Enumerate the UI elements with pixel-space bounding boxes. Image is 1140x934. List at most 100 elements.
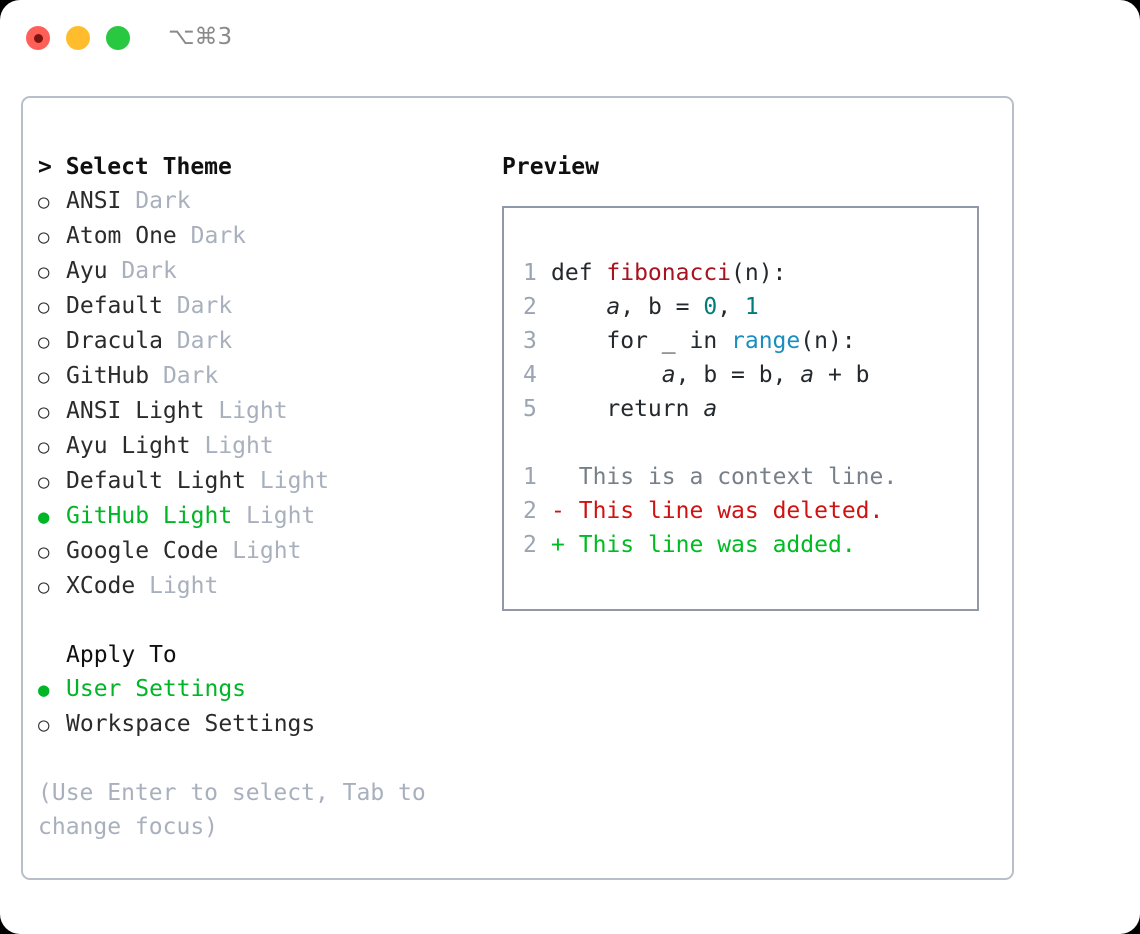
theme-option-category: Dark [162, 363, 219, 389]
radio-unselected-icon: ○ [38, 331, 50, 353]
theme-option-google-code[interactable]: ○ Google Code Light [38, 534, 488, 569]
code-line: 4 a, b = b, a + b [504, 358, 977, 392]
code-line-number: 2 [523, 294, 537, 320]
maximize-button[interactable] [106, 26, 130, 50]
diff-preview: 1 This is a context line.2- This line wa… [504, 460, 977, 562]
theme-option-dracula[interactable]: ○Dracula Dark [38, 324, 488, 359]
theme-option-ayu-light[interactable]: ○Ayu Light Light [38, 429, 488, 464]
radio-selected-icon: ● [38, 506, 50, 528]
label-gap [121, 184, 135, 218]
code-token-plain [551, 294, 606, 320]
code-line-content: return a [551, 392, 717, 426]
keyboard-hint-text: (Use Enter to select, Tab to change focu… [38, 780, 426, 840]
code-token-variable: a [800, 362, 815, 388]
theme-option-github[interactable]: ○GitHub Dark [38, 359, 488, 394]
theme-option-category: Light [259, 468, 330, 494]
diff-sign: + [551, 532, 565, 558]
minimize-button[interactable] [66, 26, 90, 50]
label-gap [218, 534, 232, 568]
diff-line-text: This is a context line. [578, 464, 898, 490]
theme-option-category: Dark [121, 258, 177, 284]
diff-line-number: 2 [523, 498, 537, 524]
label-gap [135, 569, 149, 603]
title-bar: ⌥⌘3 [0, 0, 1140, 78]
code-line: 3 for _ in range(n): [504, 324, 977, 358]
apply-to-option-user-settings[interactable]: ● User Settings [38, 672, 488, 707]
code-token-plain: for _ in [551, 328, 732, 354]
diff-sign [551, 460, 565, 494]
theme-option-category: Dark [190, 223, 247, 249]
theme-option-default-light[interactable]: ○Default Light Light [38, 464, 488, 499]
radio-selected-icon: ● [38, 679, 50, 701]
radio-unselected-icon: ○ [38, 471, 50, 493]
diff-line-text: This line was added. [578, 532, 856, 558]
radio-unselected-icon: ○ [38, 366, 50, 388]
code-token-plain: + b [814, 362, 870, 388]
theme-list[interactable]: ○ANSI Dark○Atom One Dark○Ayu Dark○Defaul… [38, 184, 488, 604]
label-gap [246, 464, 260, 498]
theme-option-atom-one[interactable]: ○ Atom One Dark [38, 219, 488, 254]
diff-gap [565, 528, 579, 562]
keyboard-shortcut-label: ⌥⌘3 [168, 24, 233, 50]
theme-option-xcode[interactable]: ○XCode Light [38, 569, 488, 604]
theme-option-category: Light [246, 503, 316, 529]
radio-unselected-icon: ○ [38, 191, 50, 213]
code-token-plain [551, 362, 662, 388]
close-button[interactable] [26, 26, 50, 50]
theme-option-label: Atom One [66, 223, 177, 249]
theme-option-label: Google Code [66, 538, 219, 564]
theme-option-category: Light [218, 398, 288, 424]
code-token-variable: a [703, 396, 718, 422]
code-token-plain: return [551, 396, 704, 422]
theme-option-category: Dark [135, 188, 191, 214]
theme-option-ansi-light[interactable]: ○ANSI Light Light [38, 394, 488, 429]
apply-to-list[interactable]: ● User Settings ○Workspace Settings [38, 672, 488, 742]
radio-unselected-icon: ○ [38, 401, 50, 423]
theme-option-label: XCode [66, 573, 136, 599]
radio-unselected-icon: ○ [38, 226, 50, 248]
code-token-plain: (n): [800, 328, 856, 354]
theme-option-default[interactable]: ○ Default Dark [38, 289, 488, 324]
code-line-number: 5 [523, 396, 537, 422]
theme-option-label: Default [66, 293, 163, 319]
radio-unselected-icon: ○ [38, 541, 50, 563]
theme-option-label: ANSI [66, 188, 122, 214]
theme-option-ansi[interactable]: ○ ANSI Dark [38, 184, 488, 219]
code-token-plain: , b = [620, 294, 704, 320]
label-gap [204, 394, 218, 428]
code-token-plain: def [551, 260, 607, 286]
radio-unselected-icon: ○ [38, 296, 50, 318]
code-line-content: for _ in range(n): [551, 324, 856, 358]
diff-line-number: 2 [523, 532, 537, 558]
radio-unselected-icon: ○ [38, 261, 50, 283]
main-panel: > Select Theme ○ANSI Dark○Atom One Dark○… [21, 96, 1014, 880]
diff-line: 2 + This line was added. [504, 528, 977, 562]
theme-option-github-light[interactable]: ●GitHub Light Light [38, 499, 488, 534]
window-controls [26, 26, 130, 50]
radio-unselected-icon: ○ [38, 576, 50, 598]
code-token-variable: a [606, 294, 621, 320]
diff-line-number: 1 [523, 464, 537, 490]
apply-to-option-label: Workspace Settings [66, 711, 316, 737]
theme-option-category: Light [232, 538, 302, 564]
diff-line-text: This line was deleted. [578, 498, 884, 524]
select-theme-heading: > Select Theme [38, 154, 232, 180]
code-token-plain: , [717, 294, 745, 320]
theme-option-category: Light [204, 433, 274, 459]
code-line-number: 4 [523, 362, 537, 388]
theme-option-category: Dark [176, 293, 233, 319]
label-gap [177, 219, 191, 253]
theme-option-ayu[interactable]: ○Ayu Dark [38, 254, 488, 289]
theme-selection-column: > Select Theme ○ANSI Dark○Atom One Dark○… [38, 150, 488, 844]
list-spacer [38, 604, 488, 638]
code-token-function: fibonacci [606, 260, 732, 286]
diff-line: 1 This is a context line. [504, 460, 977, 494]
radio-unselected-icon: ○ [38, 436, 50, 458]
code-token-builtin: range [731, 328, 801, 354]
apply-to-option-label: User Settings [66, 676, 247, 702]
apply-to-option-workspace-settings[interactable]: ○Workspace Settings [38, 707, 488, 742]
